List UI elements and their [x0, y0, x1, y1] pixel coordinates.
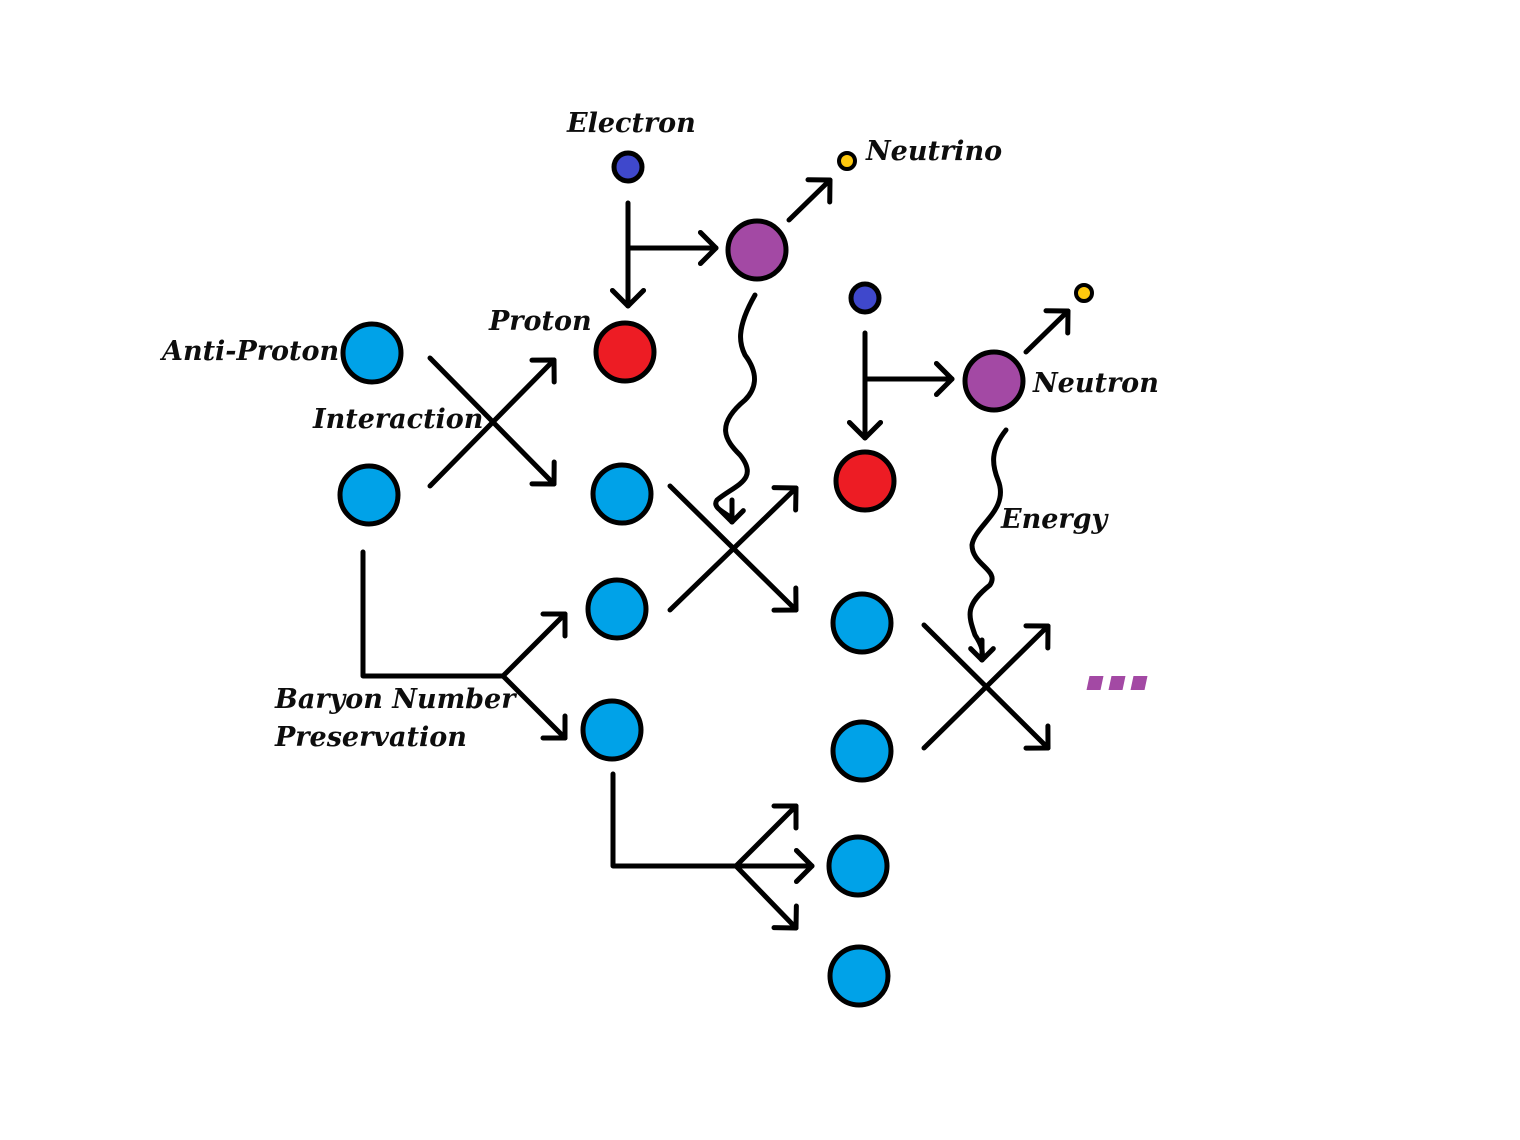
arrow-interaction-down	[427, 355, 557, 487]
label-baryon-number: Baryon Number	[275, 684, 516, 715]
arrowhead	[771, 803, 799, 831]
arrowhead	[718, 508, 746, 525]
energy-wave-1	[713, 292, 758, 525]
arrowhead	[771, 485, 799, 513]
arrowhead	[540, 611, 568, 639]
proton-particle	[833, 449, 897, 513]
label-anti-proton: Anti-Proton	[162, 336, 340, 367]
line-baryon-preservation	[360, 549, 506, 679]
electron-particle	[848, 281, 882, 315]
arrowhead	[609, 287, 647, 309]
neutrino-particle	[1074, 283, 1094, 303]
arrow-neutron-to-neutrino	[786, 177, 833, 223]
arrowhead	[771, 903, 799, 931]
arrow-neutron2-to-neutrino	[1023, 308, 1071, 355]
label-interaction: Interaction	[313, 404, 484, 435]
arrowhead	[968, 646, 996, 663]
antiproton-particle	[590, 462, 654, 526]
label-neutron: Neutron	[1033, 368, 1159, 399]
arrowhead	[846, 419, 884, 441]
arrowhead	[805, 177, 833, 205]
arrowhead	[1043, 308, 1071, 336]
ellipsis-dot	[1130, 676, 1148, 690]
label-neutrino: Neutrino	[866, 136, 1003, 167]
arrow-triple-down	[733, 863, 799, 931]
arrowhead	[529, 459, 557, 487]
arrowhead	[793, 847, 815, 885]
ellipsis-dot	[1086, 676, 1104, 690]
arrowhead	[697, 229, 719, 267]
arrowhead	[540, 713, 568, 741]
arrow-interaction2-down	[667, 483, 799, 613]
arrow-triple-up	[733, 803, 799, 869]
neutron-particle	[962, 349, 1026, 413]
line-baryon-preservation-2	[610, 771, 739, 869]
arrowhead	[771, 585, 799, 613]
ellipsis-continuation	[1086, 676, 1148, 690]
electron-particle	[611, 150, 645, 184]
neutrino-particle	[837, 151, 857, 171]
energy-wave-2	[967, 427, 1009, 663]
antiproton-particle	[830, 591, 894, 655]
antiproton-particle	[585, 577, 649, 641]
arrowhead	[529, 357, 557, 385]
arrow-split-up	[500, 611, 568, 679]
antiproton-particle	[337, 463, 401, 527]
label-energy: Energy	[1001, 504, 1108, 535]
arrowhead	[1023, 623, 1051, 651]
antiproton-particle	[580, 698, 644, 762]
antiproton-particle	[830, 719, 894, 783]
label-electron: Electron	[567, 108, 696, 139]
arrowhead	[933, 360, 955, 398]
arrow-interaction3-down	[921, 622, 1051, 751]
label-preservation: Preservation	[275, 722, 467, 753]
arrow-split-down	[500, 673, 568, 741]
ellipsis-dot	[1108, 676, 1126, 690]
neutron-particle	[725, 218, 789, 282]
antiproton-particle	[827, 944, 891, 1008]
arrowhead	[1023, 723, 1051, 751]
antiproton-particle	[340, 321, 404, 385]
antiproton-particle	[826, 834, 890, 898]
label-proton: Proton	[489, 306, 592, 337]
proton-particle	[593, 320, 657, 384]
